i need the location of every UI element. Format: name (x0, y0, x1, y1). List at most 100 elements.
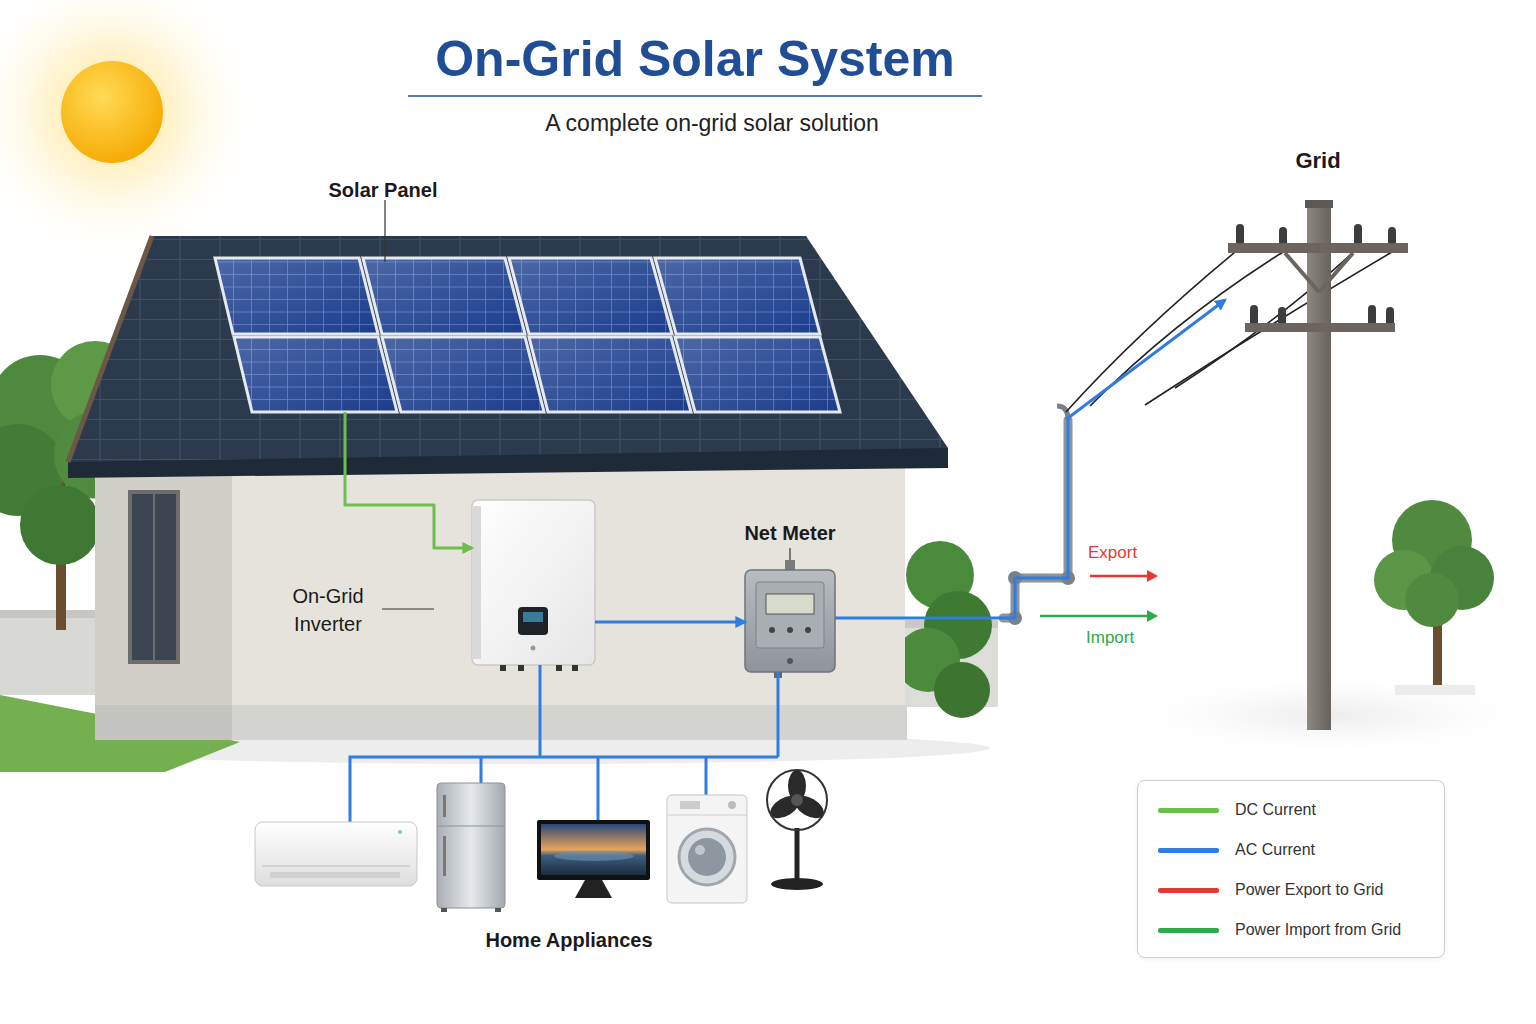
appliance-icons (728, 801, 736, 809)
solar-panel-array (234, 337, 397, 412)
inverter-unit (500, 665, 506, 671)
service-pipe (1003, 420, 1068, 618)
legend-swatch (1158, 808, 1219, 813)
utility-pole (1354, 224, 1362, 232)
utility-pole (1319, 253, 1353, 292)
appliance-icons (795, 828, 800, 880)
net-meter-unit (774, 672, 782, 678)
flow-arrow (1040, 570, 1158, 622)
utility-pole (1278, 307, 1286, 315)
node-label: Net Meter (730, 519, 850, 547)
solar-panel-array (382, 337, 544, 412)
service-pipe (1008, 611, 1022, 625)
solar-panel-array (675, 337, 840, 412)
ac-bus-wire (705, 757, 708, 795)
solar-panel-array (655, 258, 820, 334)
legend-swatch (1158, 888, 1219, 893)
inverter-unit (472, 500, 595, 665)
appliance-icons (575, 880, 612, 898)
net-meter-unit (756, 582, 824, 648)
solar-panel-array (382, 337, 544, 412)
appliance-icons (255, 770, 827, 912)
utility-pole (1228, 200, 1408, 730)
tree (934, 662, 990, 718)
solar-panel-array (509, 258, 672, 334)
house (153, 494, 155, 660)
net-meter-unit (745, 560, 835, 678)
appliance-icons (680, 801, 700, 809)
tree (1405, 573, 1459, 627)
solar-panel-array (655, 258, 820, 334)
ground (0, 695, 240, 772)
appliance-icons (441, 908, 447, 912)
legend-label: Power Import from Grid (1235, 919, 1440, 941)
legend-box: DC Current AC CurrentPower Export to Grid… (1137, 780, 1445, 958)
net-meter-unit (769, 627, 775, 633)
house (68, 236, 152, 462)
flow-label: Import (1086, 626, 1166, 649)
utility-pole (1245, 323, 1395, 332)
house (68, 448, 948, 478)
appliance-icons (437, 783, 505, 908)
service-pipe (1008, 571, 1022, 585)
flow-label: Export (1088, 541, 1168, 564)
flow-connector (595, 621, 745, 624)
node-label: Home Appliances (449, 926, 689, 954)
power-wire (1066, 248, 1240, 412)
solar-panel-array (215, 258, 840, 412)
utility-pole (1250, 305, 1258, 313)
sun (0, 0, 262, 262)
inverter-unit (556, 665, 562, 671)
appliance-icons (443, 836, 446, 876)
appliance-icons (767, 770, 827, 830)
appliance-icons (695, 845, 705, 855)
ac-bus-wire (480, 757, 483, 783)
inverter-node: On-Grid Inverter (472, 500, 595, 665)
service-pipe (1061, 571, 1075, 585)
leader-line (382, 608, 434, 609)
house (68, 236, 948, 740)
appliance-icons (554, 851, 634, 861)
legend-label: Power Export to Grid (1235, 879, 1440, 901)
utility-pole (1279, 227, 1287, 235)
appliance-icons (667, 795, 747, 903)
utility-pole (1368, 305, 1376, 313)
flow-connector (539, 665, 542, 757)
house (232, 705, 907, 740)
house (130, 492, 178, 662)
house (95, 705, 232, 740)
sun (61, 61, 163, 163)
appliance-icons (262, 866, 410, 867)
flow-arrow (1147, 570, 1158, 582)
solar-panel-array (363, 258, 525, 334)
utility-pole (1386, 307, 1394, 315)
flow-connector (777, 672, 780, 757)
appliance-icons (443, 795, 446, 817)
sun (0, 0, 262, 262)
legend-label: AC Current (1235, 839, 1440, 861)
house (95, 472, 232, 718)
legend-swatch (1158, 928, 1219, 933)
inverter-unit (531, 646, 536, 651)
solar-panel-array (509, 258, 672, 334)
appliance-icons (688, 838, 726, 876)
appliance-icons (771, 878, 823, 890)
legend-label: DC Current (1235, 799, 1440, 821)
subtitle: A complete on-grid solar solution (412, 109, 1012, 138)
appliance-icons (398, 830, 402, 834)
appliance-icons (437, 826, 505, 827)
appliance-icons (270, 872, 400, 878)
solar-panel-array (675, 337, 840, 412)
inverter-unit (572, 665, 578, 671)
tree (1395, 685, 1475, 695)
node-label: On-Grid Inverter (278, 582, 378, 638)
appliance-icons (667, 815, 747, 816)
net-meter-unit (787, 658, 793, 664)
service-pipe (1057, 406, 1068, 420)
flow-connector (345, 412, 472, 548)
appliance-icons (495, 908, 501, 912)
appliance-icons (791, 794, 803, 806)
net-meter-node: Net Meter (745, 570, 835, 672)
solar-panel-array (529, 337, 691, 412)
